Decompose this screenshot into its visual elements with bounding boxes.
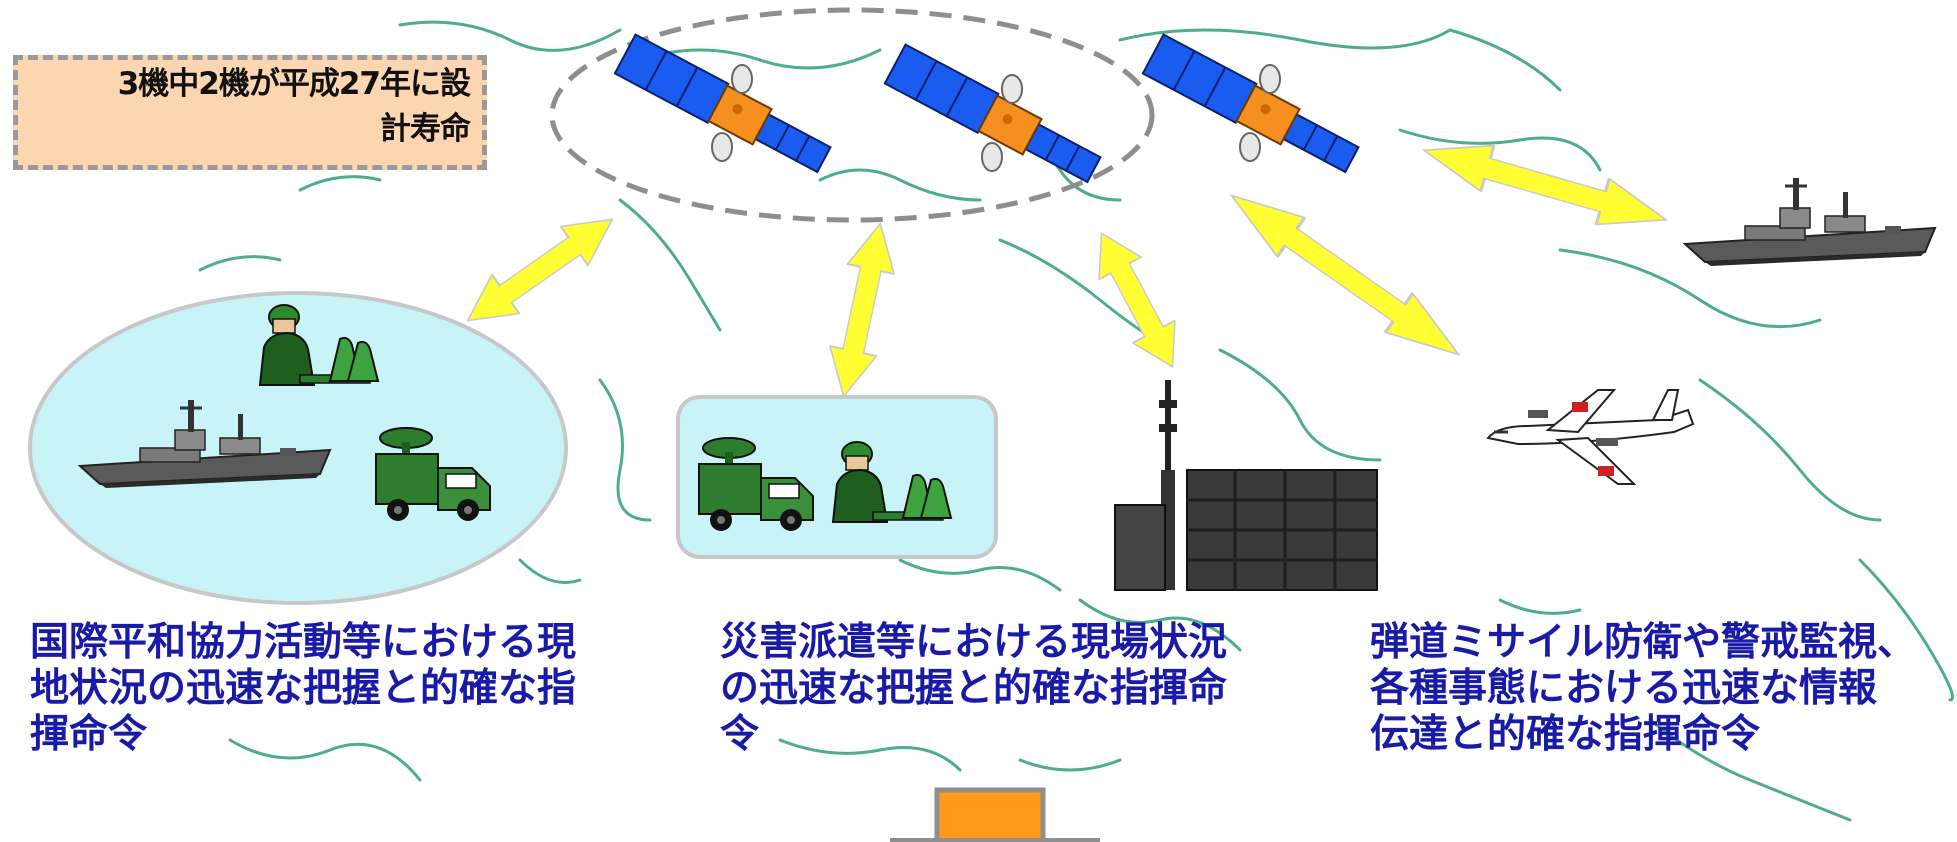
caption-missile-defense: 弾道ミサイル防衛や警戒監視、 各種事態における迅速な情報 伝達と的確な指揮命令 xyxy=(1370,620,1950,758)
note-line: 3機中2機が平成27年に設 xyxy=(117,66,471,102)
radar-tower-icon xyxy=(1114,380,1378,591)
satellite-group-outline xyxy=(549,7,1155,223)
link-arrow xyxy=(1230,194,1460,356)
ground-station-icon xyxy=(890,787,1100,842)
international-activity-group xyxy=(28,291,568,605)
caption-disaster-relief: 災害派遣等における現場状況 の迅速な把握と的確な指揮命 令 xyxy=(720,620,1290,758)
link-arrow xyxy=(1422,144,1668,226)
design-life-note xyxy=(13,55,487,170)
caption-international-activity: 国際平和協力活動等における現 地状況の迅速な把握と的確な指 揮命令 xyxy=(30,620,630,758)
caption-line: 伝達と的確な指揮命令 xyxy=(1370,712,1761,757)
caption-line: 各種事態における迅速な情報 xyxy=(1370,666,1878,711)
caption-line: 地状況の迅速な把握と的確な指 xyxy=(30,666,577,711)
caption-line: 弾道ミサイル防衛や警戒監視、 xyxy=(1370,620,1917,665)
satellite-icon xyxy=(613,33,836,181)
caption-line: 国際平和協力活動等における現 xyxy=(30,620,577,665)
caption-line: 令 xyxy=(720,712,760,757)
link-arrow xyxy=(466,218,614,322)
link-arrow xyxy=(829,222,895,398)
design-life-note-text: 3機中2機が平成27年に設 計寿命 xyxy=(30,62,471,152)
caption-line: 揮命令 xyxy=(30,712,148,757)
link-arrow xyxy=(1098,232,1176,368)
link-arrows xyxy=(466,144,1668,398)
caption-line: の迅速な把握と的確な指揮命 xyxy=(720,666,1228,711)
satellite-icon xyxy=(1141,33,1364,181)
caption-line: 災害派遣等における現場状況 xyxy=(720,620,1228,665)
warship-icon xyxy=(1683,176,1937,268)
patrol-aircraft-icon xyxy=(1486,389,1695,485)
note-line: 計寿命 xyxy=(380,111,471,147)
map-coastline xyxy=(198,20,1954,822)
satellite-icon xyxy=(883,43,1106,191)
